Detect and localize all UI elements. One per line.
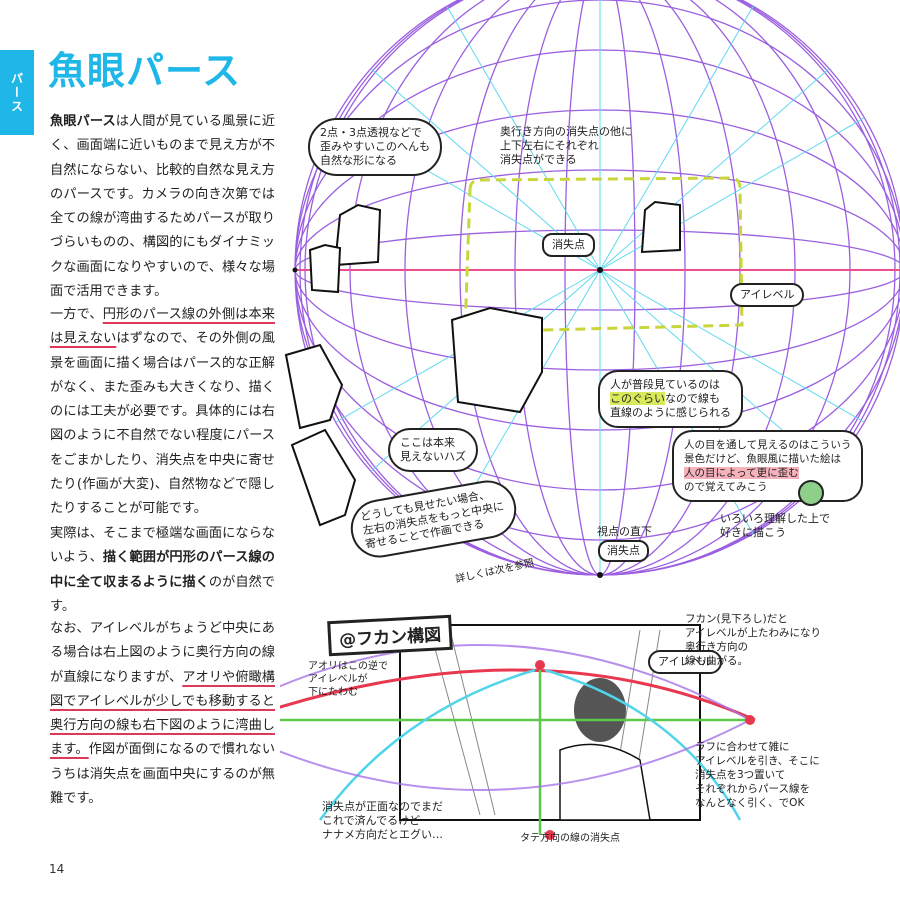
section-tab: パース (0, 50, 34, 135)
bubble-invisible: ここは本来 見えないハズ (388, 428, 478, 472)
bubble-normal-view: 人が普段見ているのは このぐらいなので線も 直線のように感じられる (598, 370, 743, 428)
human-eye-text-2: ので覚えてみこう (684, 481, 768, 493)
note-vanishing-other: 奥行き方向の消失点の他に 上下左右にそれぞれ 消失点ができる (500, 125, 632, 166)
bubble-human-eye: 人の目を通して見えるのはこういう 景色だけど、魚眼風に描いた絵は 人の目によって… (672, 430, 864, 502)
paragraph-range: 実際は、そこまで極端な画面にならないよう、描く範囲が円形のパース線の中に全て収ま… (50, 522, 275, 619)
eyelevel-text: 作図が面倒になるので慣れないうちは消失点を画面中央にするのが無難です。 (50, 742, 276, 807)
human-eye-text: 人の目を通して見えるのはこういう 景色だけど、魚眼風に描いた絵は (684, 439, 852, 465)
page-title: 魚眼パース (48, 49, 242, 93)
paragraph-eyelevel: なお、アイレベルがちょうど中央にある場合は右上図のように奥行方向の線が直線になり… (50, 617, 275, 811)
note-front-vanishing: 消失点が正面なのでまだ これで済んでるけど ナナメ方向だとエグい… (322, 800, 443, 841)
note-low-angle: アオリはこの逆で アイレベルが 下にたわむ (308, 661, 388, 698)
paragraph-outside: 一方で、円形のパース線の外側は本来は見えないはずなので、その外側の風景を画面に描… (50, 303, 275, 522)
normal-view-highlight: このぐらい (610, 392, 665, 405)
bubble-2pt-3pt: 2点・3点透視などで 歪みやすいこのへんも 自然な形になる (308, 118, 442, 176)
high-angle-title: @フカン構図 (327, 614, 453, 657)
eyeball-icon (798, 480, 824, 506)
normal-view-text-2: なので線も 直線のように感じられる (610, 392, 731, 419)
note-vertical-vanishing: タテ方向の線の消失点 (520, 833, 620, 844)
page-number: 14 (49, 862, 65, 876)
bubble-vanishing-point: 消失点 (542, 233, 595, 257)
bubble-eye-level-bottom: アイレベル (648, 650, 723, 674)
note-high-angle: フカン(見下ろし)だと アイレベルが上たわみになり 奥行き方向の 線も曲がる。 (685, 613, 821, 667)
outside-text: はずなので、その外側の風景を画面に描く場合はパース的な正解がなく、また歪みも大き… (50, 331, 275, 517)
outside-lead: 一方で、 (50, 307, 103, 322)
fisheye-grid-illustration (284, 0, 900, 578)
eyelevel-lead: なお、アイレベルがちょうど中央にある場合は右上図のように奥行方向の線が直線になり… (50, 621, 275, 685)
bubble-vanishing-below: 消失点 (598, 540, 649, 562)
range-lead: 実際は、そこまで極端な画面にならないよう、 (50, 526, 275, 566)
section-tab-label: パース (9, 71, 24, 114)
outside-underlined: 円形のパース線の外側は本来は見えない (50, 307, 275, 347)
range-text: のが自然です。 (50, 574, 275, 614)
fisheye-figure: 2点・3点透視などで 歪みやすいこのへんも 自然な形になる 奥行き方向の消失点の… (280, 0, 900, 900)
intro-text: は人間が見ている風景に近く、画面端に近いものまで見え方が不自然にならない、比較的… (50, 114, 276, 300)
note-directly-below: 視点の直下 (597, 525, 652, 538)
normal-view-text: 人が普段見ているのは (610, 378, 720, 391)
range-bold: 描く範囲が円形のパース線の中に全て収まるように描く (50, 550, 275, 590)
human-eye-highlight: 人の目によって更に歪む (684, 467, 799, 479)
paragraph-intro: 魚眼パースは人間が見ている風景に近く、画面端に近いものまで見え方が不自然にならな… (50, 110, 275, 304)
note-rough: ラフに合わせて雑に アイレベルを引き、そこに 消失点を3つ置いて それぞれからパ… (695, 741, 820, 809)
bubble-eye-level: アイレベル (730, 283, 805, 307)
eyelevel-underlined: アオリや俯瞰構図でアイレベルが少しでも移動すると奥行方向の線も右下図のように湾曲… (50, 669, 275, 758)
note-understand: いろいろ理解した上で 好きに描こう (720, 512, 830, 539)
intro-bold-lead: 魚眼パース (50, 114, 116, 129)
